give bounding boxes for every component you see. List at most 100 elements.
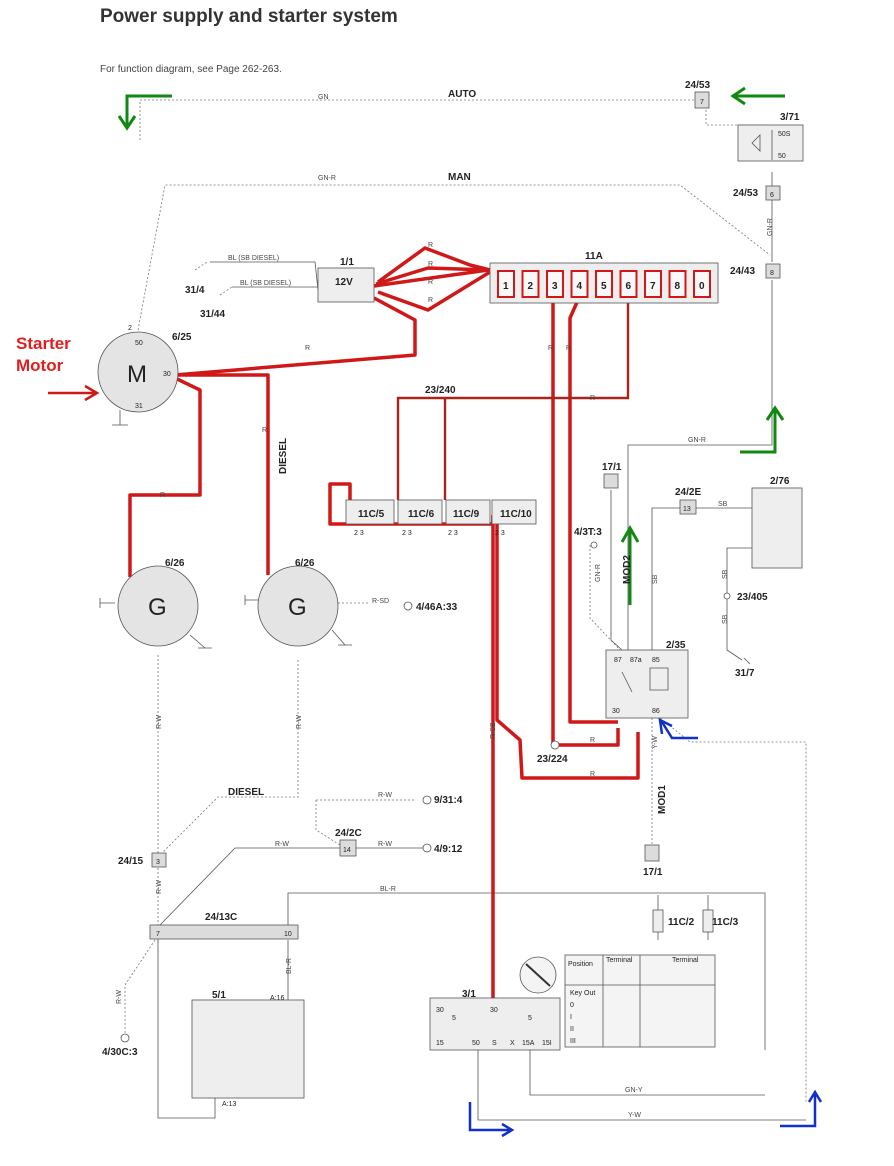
terminal-430c3 [120,1033,130,1043]
pin-31-x: X [510,1040,515,1047]
starter-annotation-line1: Starter [16,334,71,353]
fuse-cell-number: 1 [503,281,509,292]
page-subtitle: For function diagram, see Page 262-263. [100,64,282,75]
sub-11c10: 2 3 [495,530,505,537]
pin-31-5a: 5 [452,1015,456,1022]
label-11a: 11A [585,251,603,262]
pin-2453-top: 7 [700,99,704,106]
wire-rw-430c3: R-W [116,990,123,1004]
starter-power-circuit [128,246,640,1050]
label-276: 2/76 [770,476,790,487]
terminal-446a33 [403,601,413,611]
label-626-left: 6/26 [165,558,185,569]
pin-31-50: 50 [472,1040,480,1047]
pin-85: 85 [652,657,660,664]
wire-gn-auto: GN [318,94,329,101]
pin-2413c-7: 7 [156,931,160,938]
fuse-cell-number: 7 [650,281,656,292]
pin-87a: 87a [630,657,642,664]
wire-rw-9314: R-W [378,792,392,799]
wire-r-diesel: R [262,427,267,434]
label-43t3: 4/3T:3 [574,527,602,538]
label-171-bottom: 17/1 [643,867,663,878]
label-626-right: 6/26 [295,558,315,569]
wire-gnr-mod2: GN-R [595,564,602,582]
fuse-cell [668,270,687,298]
label-242e: 24/2E [675,487,701,498]
fuse-cell [521,270,540,298]
fuse-11c6 [397,499,443,525]
pin-2413c-10: 10 [284,931,292,938]
label-371: 3/71 [780,112,800,123]
wire-r-1: R [428,242,433,249]
page-title: Power supply and starter system [100,6,398,27]
pin-2443: 8 [770,270,774,277]
wire-rw-gen-left: R-W [156,715,163,729]
labels: AUTO GN 24/53 7 3/71 50S 50 MAN GN-R 24/… [102,80,800,1119]
circuit-diesel: DIESEL [228,787,264,798]
green-arrow-gnr [740,405,785,454]
pin-625-31: 31 [135,403,143,410]
wire-gny: GN-Y [625,1087,643,1094]
wire-r-bottom: R [590,771,595,778]
ignition-table-row-label: 0 [570,1002,574,1009]
pin-371-50: 50 [778,153,786,160]
fuse-cell [644,270,662,298]
generator-6-26-left: G [117,565,199,647]
label-11c10: 11C/10 [500,509,532,520]
label-11c6: 11C/6 [408,509,435,520]
wire-sb-317: SB [722,614,729,624]
ignition-table-position-header: Position [568,961,593,968]
battery-11 [317,267,375,303]
pin-31-30b: 30 [490,1007,498,1014]
fuse-cell [693,270,711,298]
ignition-table-row-label: III [570,1038,576,1045]
circuit-diesel-vertical: DIESEL [278,438,289,474]
label-11c9: 11C/9 [453,509,480,520]
label-317: 31/7 [735,668,755,679]
pin-625-2: 2 [128,325,132,332]
label-23405: 23/405 [737,592,768,603]
fuse-cell-number: 2 [528,281,534,292]
connector-2453-mid [765,185,781,201]
circuit-auto-label: AUTO [448,89,476,100]
fuse-11c3 [702,909,714,933]
pin-31-15a: 15A [522,1040,535,1047]
component-276 [751,487,803,569]
wire-rw-2415: R-W [156,880,163,894]
starter-motor-annotation: Starter Motor [16,333,71,377]
fuse-11c10 [491,499,537,525]
label-625: 6/25 [172,332,192,343]
pin-242e: 13 [683,506,691,513]
label-2415: 24/15 [118,856,143,867]
circuit-mod1: MOD1 [657,785,668,814]
label-3144: 31/44 [200,309,225,320]
label-171-top: 17/1 [602,462,622,473]
terminal-9314 [422,795,432,805]
wire-r-3: R [428,279,433,286]
label-430c3: 4/30C:3 [102,1047,138,1058]
ignition-table-row-label: Key Out [570,990,595,997]
sub-11c5: 2 3 [354,530,364,537]
sub-11c9: 2 3 [448,530,458,537]
connector-242c [339,839,357,857]
label-2453-mid: 24/53 [733,188,758,199]
label-11c2: 11C/2 [668,917,695,928]
splice-23405 [723,592,731,600]
wire-r-gen: R [160,492,165,499]
wire-gnr-relay: GN-R [688,437,706,444]
pin-31-s: S [492,1040,497,1047]
fuse-cell-number: 3 [552,281,558,292]
circuit-man-label: MAN [448,172,471,183]
pin-30: 30 [612,708,620,715]
pin-2453-mid: 6 [770,192,774,199]
component-51 [191,999,305,1099]
pin-31-15i: 15I [542,1040,552,1047]
pin-2415: 3 [156,859,160,866]
fuse-cell-number: 5 [601,281,607,292]
wire-yw: Y-W [652,736,659,749]
generator-6-26-right: G [257,565,339,647]
pin-87: 87 [614,657,622,664]
label-23240: 23/240 [425,385,456,396]
wire-bl-sb-diesel-1: BL (SB DIESEL) [228,255,279,262]
